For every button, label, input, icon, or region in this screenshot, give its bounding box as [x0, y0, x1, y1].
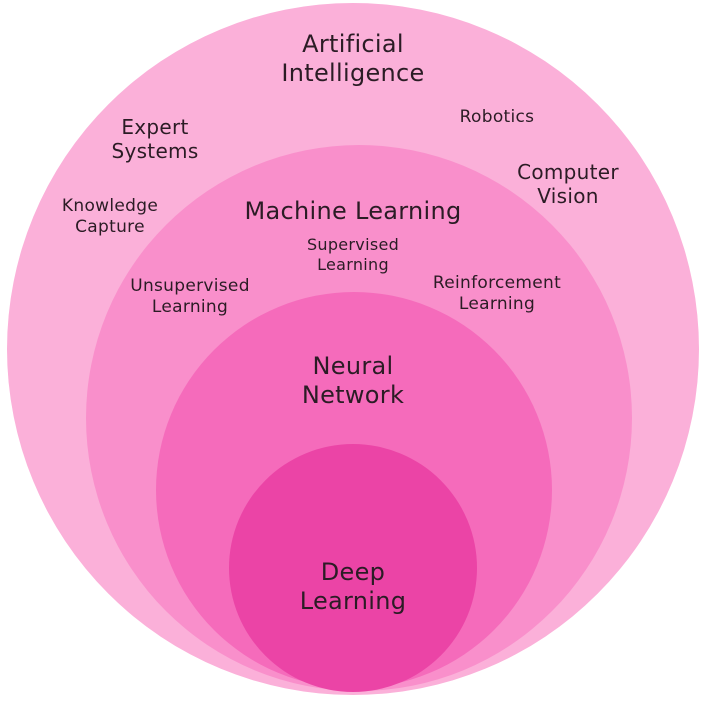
robotics-label: Robotics — [459, 107, 535, 127]
deep-learning-title: Deep Learning — [299, 558, 407, 616]
unsupervised-learning-label: Unsupervised Learning — [130, 276, 250, 317]
artificial-intelligence-title: Artificial Intelligence — [281, 30, 425, 88]
machine-learning-title: Machine Learning — [244, 197, 462, 225]
supervised-learning-label: Supervised Learning — [306, 235, 400, 274]
knowledge-capture-label: Knowledge Capture — [61, 196, 159, 237]
deep-learning-circle — [229, 444, 477, 692]
computer-vision-label: Computer Vision — [517, 160, 619, 209]
neural-network-title: Neural Network — [301, 352, 405, 410]
expert-systems-label: Expert Systems — [111, 115, 199, 164]
reinforcement-learning-label: Reinforcement Learning — [432, 273, 562, 314]
